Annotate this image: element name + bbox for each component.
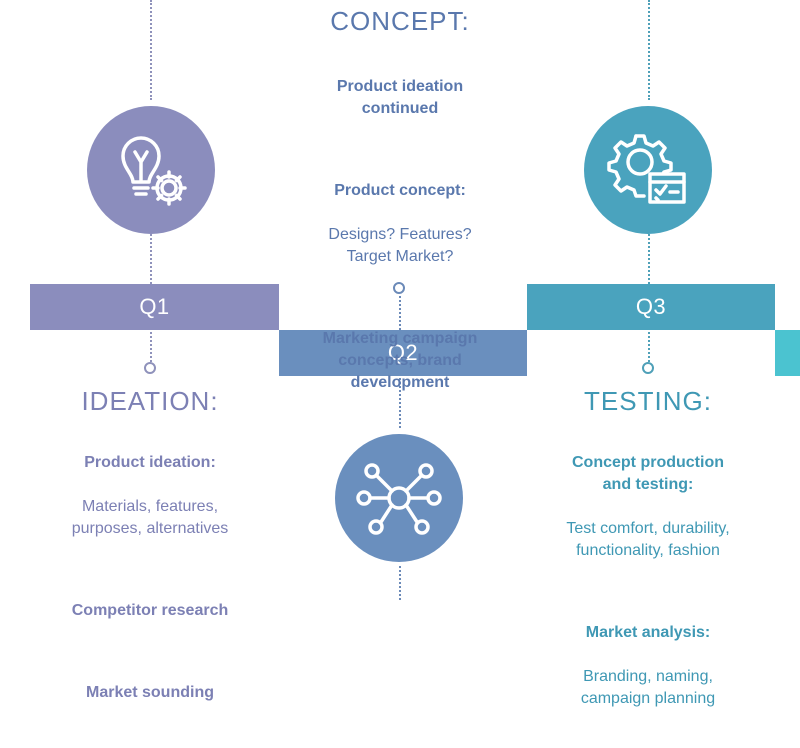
q3-label: Q3 — [635, 294, 667, 319]
q1-bar: Q1 — [30, 284, 279, 330]
q3-bottom-connector — [648, 332, 650, 362]
q2-label: Q2 — [387, 340, 419, 365]
concept-item: Product ideation continued — [270, 54, 530, 142]
concept-items: Product ideation continued Product conce… — [270, 54, 530, 432]
q2-top-connector — [399, 296, 401, 330]
testing-item-heading: Market analysis: — [585, 624, 711, 641]
testing-item-detail: Branding, naming, campaign planning — [580, 668, 716, 707]
concept-item-heading: Marketing campaign concepts, brand devel… — [322, 330, 478, 391]
q4-bar-partial — [775, 330, 800, 376]
concept-title: CONCEPT: — [330, 6, 470, 36]
testing-item: Market analysis: Branding, naming, campa… — [518, 600, 778, 732]
ideation-item-heading: Product ideation: — [84, 454, 216, 471]
ideation-item: Competitor research — [30, 578, 270, 644]
concept-item-heading: Product ideation continued — [336, 78, 464, 117]
q1-top-connector — [150, 0, 152, 100]
q3-top-connector — [648, 0, 650, 100]
q2-bottom-connector — [399, 378, 401, 428]
testing-items: Concept production and testing: Test com… — [518, 430, 778, 748]
ideation-title: IDEATION: — [81, 386, 219, 416]
concept-item: Product concept: Designs? Features? Targ… — [270, 158, 530, 290]
q2-icon-circle — [335, 434, 463, 562]
q3-icon-circle — [584, 106, 712, 234]
testing-item: Concept production and testing: Test com… — [518, 430, 778, 584]
q3-mid-connector — [648, 234, 650, 284]
q1-label: Q1 — [139, 294, 170, 319]
ideation-item: Market sounding — [30, 660, 270, 726]
q1-mid-connector — [150, 234, 152, 284]
testing-item-heading: Concept production and testing: — [572, 454, 724, 493]
ideation-item: Product ideation: Materials, features, p… — [30, 430, 270, 562]
q2-bar: Q2 — [279, 330, 527, 376]
testing-title: TESTING: — [584, 386, 712, 416]
q2-lower-connector — [399, 566, 401, 600]
q1-marker — [144, 362, 156, 374]
ideation-item-detail: Materials, features, purposes, alternati… — [71, 498, 229, 537]
q1-icon-circle — [87, 106, 215, 234]
testing-item-detail: Test comfort, durability, functionality,… — [566, 520, 730, 559]
network-nodes-icon — [356, 463, 442, 535]
q3-bar: Q3 — [527, 284, 775, 330]
q2-marker — [393, 282, 405, 294]
q3-marker — [642, 362, 654, 374]
concept-item-detail: Designs? Features? Target Market? — [328, 226, 472, 265]
ideation-items: Product ideation: Materials, features, p… — [30, 430, 270, 742]
gear-checklist-icon — [607, 134, 686, 204]
concept-item: Marketing campaign concepts, brand devel… — [270, 306, 530, 416]
q1-bottom-connector — [150, 332, 152, 362]
concept-item-heading: Product concept: — [334, 182, 466, 199]
ideation-item-heading: Market sounding — [85, 684, 214, 701]
ideation-item-heading: Competitor research — [71, 602, 229, 619]
lightbulb-gear-icon — [121, 136, 187, 206]
